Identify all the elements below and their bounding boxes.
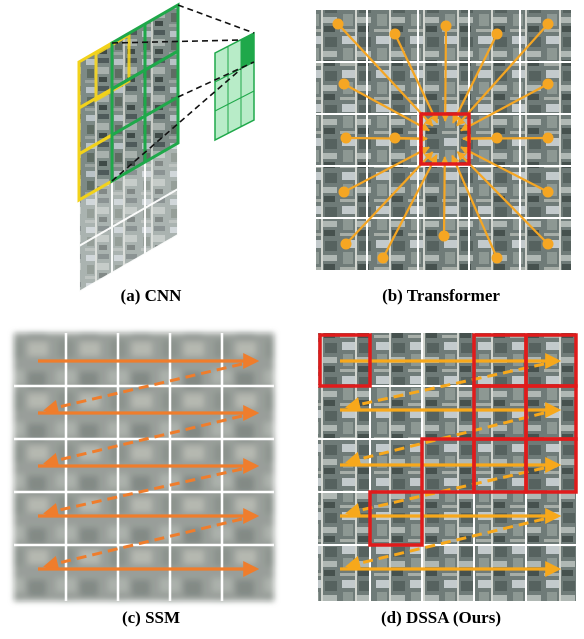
token-dot — [491, 132, 503, 144]
transformer-query-box — [419, 112, 471, 166]
cnn-feature-map — [77, 2, 180, 293]
token-dot — [338, 78, 350, 90]
token-dot — [542, 18, 554, 30]
token-dot — [338, 186, 350, 198]
attention-line — [345, 151, 434, 245]
token-dot — [340, 238, 352, 250]
cnn-kernel-green — [110, 2, 180, 184]
attention-line — [440, 25, 450, 122]
attention-line — [460, 83, 549, 132]
attention-line — [452, 33, 498, 124]
scan-return-arrow — [345, 362, 545, 412]
caption-dssa: (d) DSSA (Ours) — [381, 608, 501, 627]
attention-line — [460, 146, 549, 193]
token-dot — [542, 238, 554, 250]
token-dot — [340, 132, 352, 144]
scan-return-arrow — [43, 467, 243, 518]
scan-return-arrow — [43, 414, 243, 468]
transformer-attention-lines — [337, 23, 549, 259]
panel-ssm — [14, 333, 274, 601]
caption-ssm: (c) SSM — [121, 608, 181, 627]
cnn-output-map — [214, 31, 255, 142]
attention-line — [343, 83, 430, 132]
token-dot — [542, 78, 554, 90]
panel-dssa — [318, 333, 578, 601]
panel-cnn — [77, 2, 255, 293]
scan-return-arrow — [43, 517, 243, 571]
attention-line — [394, 33, 439, 124]
token-dot — [440, 20, 452, 32]
token-dot — [332, 18, 344, 30]
attention-line — [451, 154, 499, 259]
transformer-token-dots — [332, 18, 554, 264]
scan-return-arrow — [345, 517, 545, 571]
attention-line — [337, 23, 434, 127]
attention-line — [456, 23, 549, 127]
attention-line — [462, 134, 549, 144]
panel-transformer — [316, 10, 571, 270]
dssa-selected-regions — [318, 333, 578, 547]
token-dot — [389, 28, 401, 40]
token-dot — [542, 132, 554, 144]
attention-line — [382, 154, 438, 259]
ssm-scan-arrows — [38, 353, 260, 577]
token-dot — [542, 186, 554, 198]
caption-cnn: (a) CNN — [120, 286, 182, 305]
cnn-projection-lines — [111, 4, 255, 182]
token-dot — [491, 28, 503, 40]
caption-transformer: (b) Transformer — [382, 286, 500, 305]
token-dot — [389, 132, 401, 144]
token-dot — [438, 230, 450, 242]
attention-line — [440, 156, 450, 237]
token-dot — [491, 252, 503, 264]
dssa-image — [318, 333, 576, 601]
attention-line — [456, 151, 549, 245]
scan-return-arrow — [43, 362, 243, 415]
token-dot — [377, 252, 389, 264]
attention-line — [343, 146, 430, 193]
